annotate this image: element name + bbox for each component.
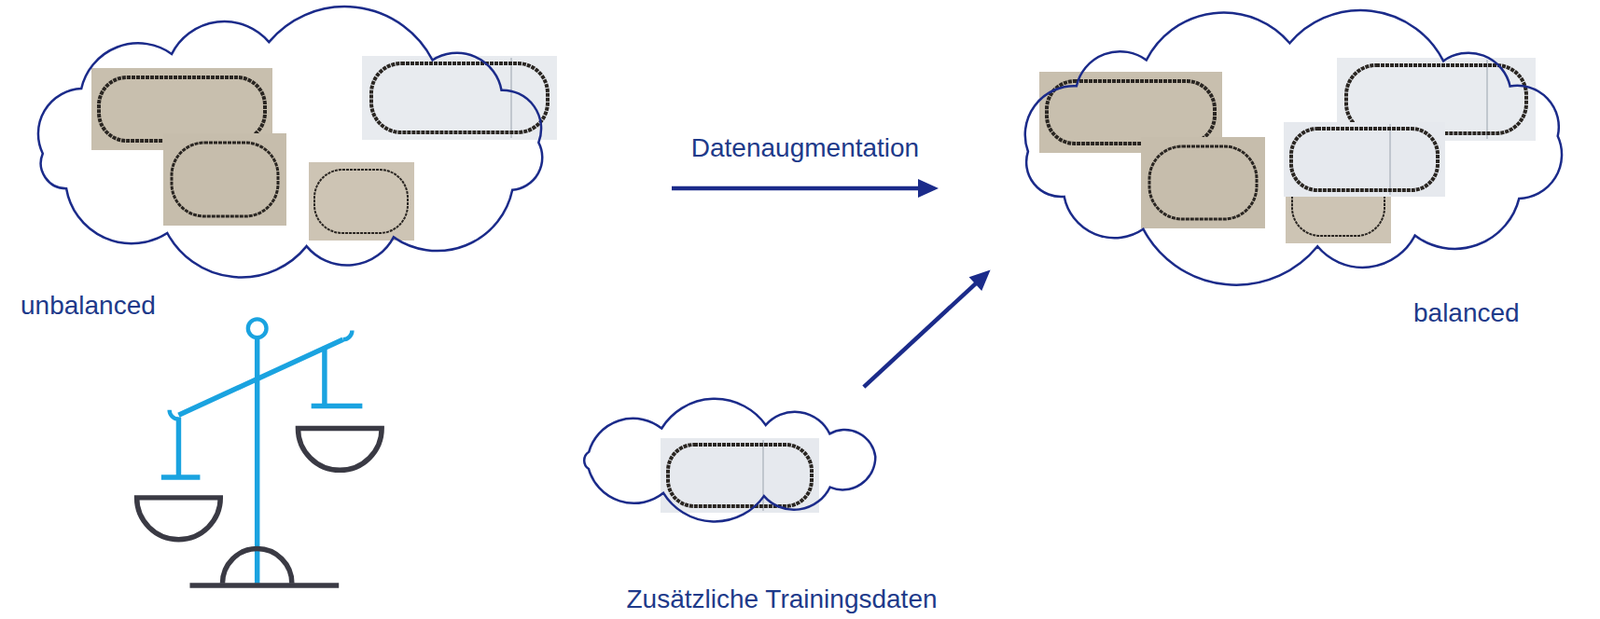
edge-label: Datenaugmentation xyxy=(688,132,922,165)
scale-hanger-bar xyxy=(311,403,363,409)
chain-loop xyxy=(98,77,265,141)
chain-photo xyxy=(1140,137,1266,229)
photo-crease xyxy=(1487,59,1489,140)
chain-loop xyxy=(371,63,548,133)
cloud-outline xyxy=(38,6,543,278)
chain-loop xyxy=(667,445,812,507)
cloud-group: unbalanced xyxy=(10,10,571,279)
cloud-outline-svg xyxy=(10,10,571,279)
cloud-caption: balanced xyxy=(1413,297,1520,330)
chain-photo xyxy=(163,133,287,226)
arrow-connector xyxy=(671,179,939,198)
cloud-caption: Zusätzliche Trainingsdaten xyxy=(626,584,937,616)
photo-crease xyxy=(1390,124,1392,195)
scale-hanger xyxy=(176,417,181,478)
photos-left xyxy=(91,55,557,241)
cloud-group: balanced xyxy=(994,10,1592,280)
arrow-shaft xyxy=(671,186,922,192)
arrow-head xyxy=(918,179,939,198)
cloud-group: Zusätzliche Trainingsdaten xyxy=(561,401,900,521)
balance-scale-icon xyxy=(137,319,383,586)
cloud-outline xyxy=(584,399,876,523)
chain-loop xyxy=(314,169,408,234)
scale-hook xyxy=(343,330,353,340)
chain-loop xyxy=(171,142,279,217)
photos-right xyxy=(1039,57,1536,244)
scale-hanger xyxy=(321,347,327,406)
photo-crease xyxy=(763,440,765,512)
chain-loop xyxy=(1291,128,1438,191)
chain-photo xyxy=(660,438,820,514)
arrow-connector xyxy=(863,270,991,388)
scale-top-ring xyxy=(248,319,267,338)
scale-pan xyxy=(137,498,222,541)
arrow-head xyxy=(969,270,991,292)
cloud-outline-svg xyxy=(561,401,900,521)
cloud-outline xyxy=(1025,10,1562,286)
photo-crease xyxy=(511,57,513,139)
arrow-shaft xyxy=(863,281,979,388)
chain-loop xyxy=(1149,146,1257,220)
chain-photo xyxy=(308,162,415,241)
chain-photo xyxy=(1283,122,1446,197)
scale-base-line xyxy=(189,583,339,588)
scale-hanger-bar xyxy=(161,474,201,480)
scale-base xyxy=(222,549,292,585)
cloud-outline-svg xyxy=(994,10,1592,280)
cloud-caption: unbalanced xyxy=(20,290,156,322)
photo-extra xyxy=(660,438,820,514)
chain-loop xyxy=(1046,81,1215,144)
scale-pan xyxy=(297,428,382,471)
